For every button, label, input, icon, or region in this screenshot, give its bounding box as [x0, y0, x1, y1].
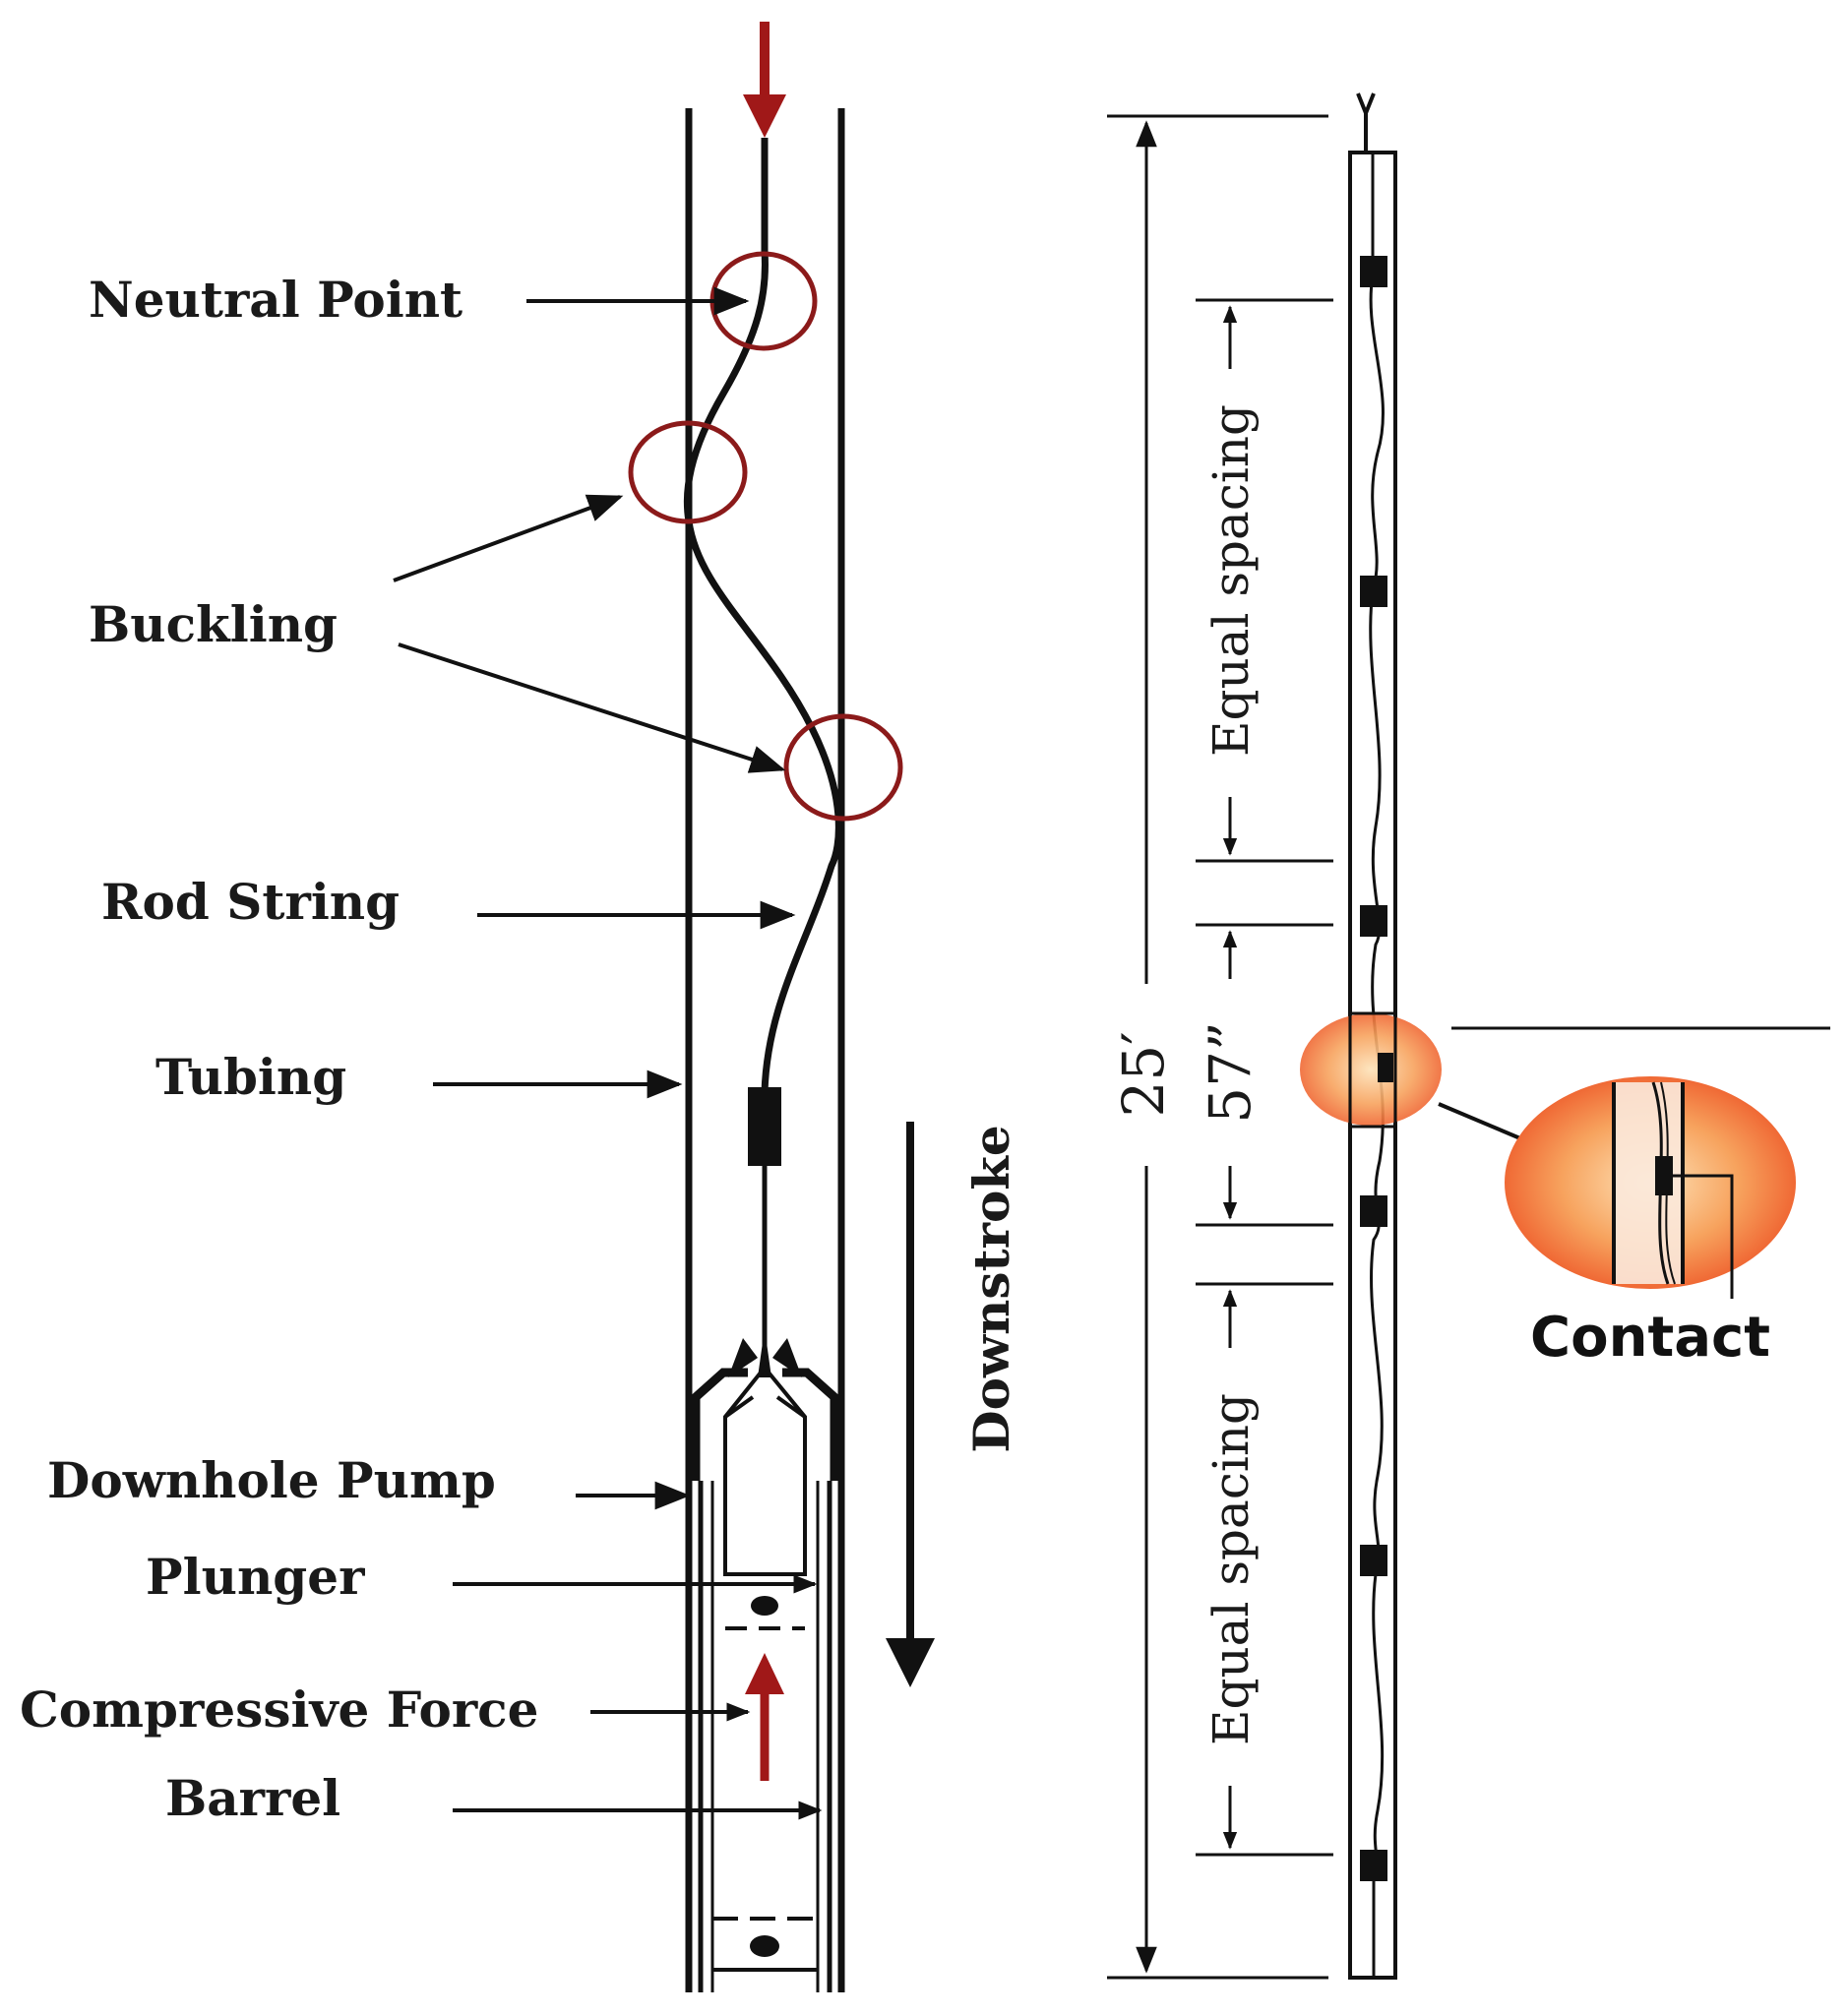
dimension-25ft — [1107, 114, 1328, 1980]
right-diagram: 25′ Equal spacing 57” Equal spacing — [1107, 92, 1830, 1980]
dimension-equal-spacing-top — [1196, 298, 1333, 863]
label-buckling: Buckling — [89, 595, 338, 653]
label-tubing: Tubing — [155, 1048, 346, 1106]
top-force-arrow — [743, 22, 786, 138]
contact-zoom — [1505, 1076, 1796, 1299]
left-diagram: Downstroke Neutral Point Buckling Rod St… — [20, 22, 1020, 1992]
downhole-pump — [691, 1328, 839, 1992]
dimension-equal-spacing-bottom — [1196, 1282, 1333, 1857]
contact-highlight-small — [1300, 1013, 1442, 1126]
label-25ft: 25′ — [1110, 1032, 1177, 1118]
downstroke-arrow — [886, 1122, 935, 1687]
rod-top-tip — [1356, 92, 1376, 153]
label-barrel: Barrel — [165, 1769, 340, 1827]
rod-string — [683, 138, 842, 1093]
downstroke-label: Downstroke — [962, 1125, 1020, 1453]
label-contact: Contact — [1530, 1306, 1770, 1370]
label-equal-spacing-bottom: Equal spacing — [1202, 1393, 1260, 1745]
dimension-57in — [1196, 923, 1333, 1227]
label-downhole-pump: Downhole Pump — [47, 1451, 496, 1509]
label-equal-spacing-top: Equal spacing — [1202, 404, 1260, 757]
label-compressive-force: Compressive Force — [20, 1680, 538, 1739]
buckling-circle-lower — [783, 713, 903, 822]
leader-lines — [393, 286, 823, 1820]
buckling-circle-upper — [628, 420, 748, 524]
rod-couplings — [1360, 256, 1387, 1881]
contact-zoom-connector — [1438, 1102, 1528, 1143]
label-rod-string: Rod String — [101, 873, 400, 931]
compressive-force-arrow — [745, 1653, 784, 1781]
label-neutral-point: Neutral Point — [89, 271, 462, 329]
rod-coupling — [748, 1087, 781, 1166]
label-57in: 57” — [1197, 1021, 1263, 1123]
label-plunger: Plunger — [146, 1548, 365, 1606]
